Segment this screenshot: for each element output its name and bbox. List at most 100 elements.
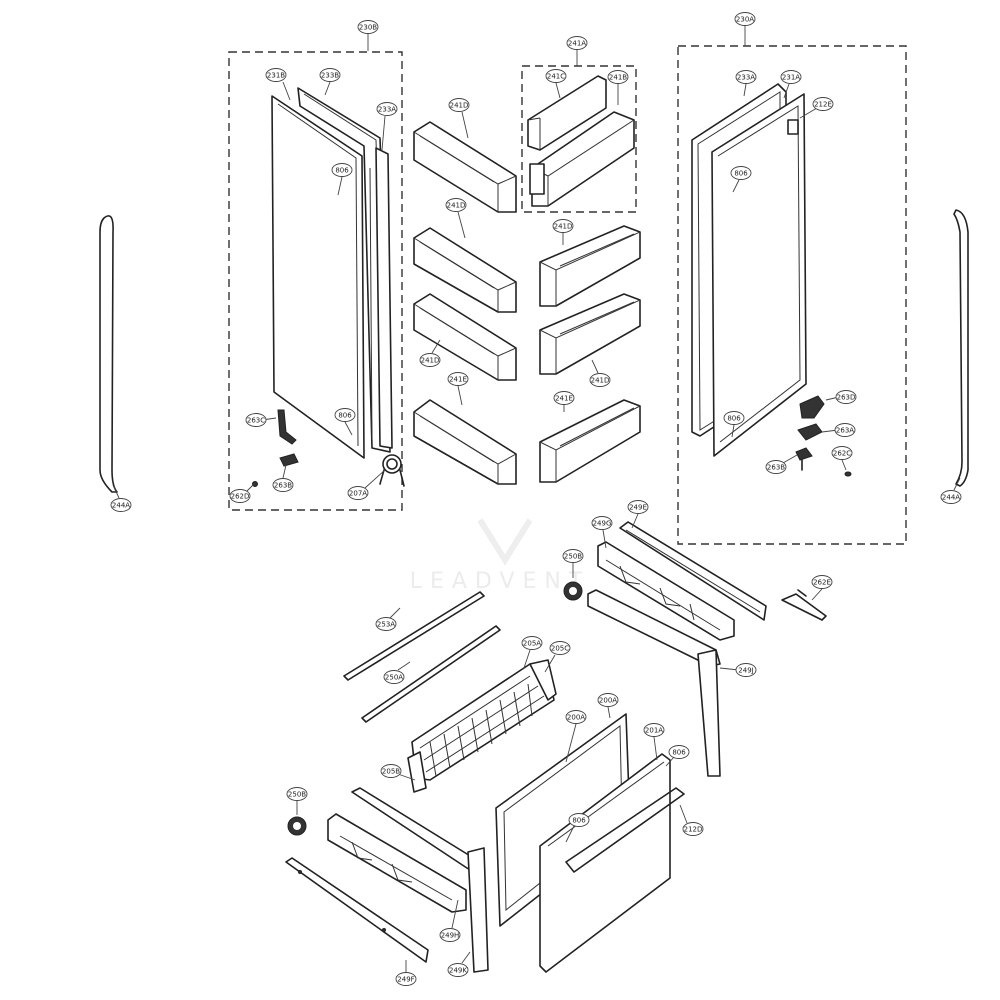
tag-label: 249E	[629, 504, 647, 512]
tag-label: 233B	[321, 72, 339, 80]
tag-label: 250B	[288, 791, 306, 799]
left-door-screw	[252, 481, 258, 487]
part-tag-806-door-left-bottom: 806	[334, 408, 356, 436]
door-bin-cover	[527, 75, 607, 151]
leader-line	[799, 107, 818, 119]
leader-line	[397, 773, 416, 781]
leader-line	[451, 899, 459, 929]
part-tag-233a-left: 233A	[376, 102, 398, 151]
left-door-small-hinge	[279, 453, 299, 467]
part-tag-806-drawer-top: 806	[665, 745, 690, 767]
door-bins	[413, 65, 641, 485]
tag-label: 262E	[813, 579, 831, 587]
tag-label: 806	[727, 415, 741, 423]
door-bin-right-2	[539, 293, 641, 375]
tag-label: 263C	[247, 417, 265, 425]
part-tag-230b: 230B	[357, 20, 379, 51]
part-tag-205a: 205A	[521, 636, 543, 669]
part-tag-241d-2: 241D	[445, 198, 467, 239]
leader-line	[461, 111, 469, 139]
tag-label: 250A	[385, 674, 403, 682]
tag-bubble	[940, 490, 962, 504]
tag-label: 262C	[833, 450, 851, 458]
tag-bubble	[597, 693, 619, 707]
tag-label: 205C	[551, 645, 569, 653]
leader-line	[344, 421, 353, 436]
tag-label: 241E	[555, 395, 573, 403]
tag-bubble	[395, 972, 417, 986]
part-tag-201a: 201A	[643, 723, 665, 761]
tag-bubble	[723, 411, 745, 425]
tag-bubble	[591, 516, 613, 530]
part-tag-244a-left: 244A	[110, 484, 132, 512]
tag-bubble	[627, 500, 649, 514]
tag-bubble	[447, 963, 469, 977]
right-door-handle	[953, 209, 969, 487]
door-bin-left-3	[413, 293, 517, 381]
drawer-front-panel	[539, 753, 685, 973]
tag-bubble	[334, 408, 356, 422]
tag-label: 249J	[738, 667, 753, 675]
part-tag-241a: 241A	[566, 36, 588, 66]
part-tag-249k: 249K	[447, 951, 471, 977]
tag-label: 263D	[837, 394, 856, 402]
leader-line	[565, 825, 575, 843]
tag-label: 241D	[421, 357, 440, 365]
leader-line	[457, 211, 466, 239]
part-tag-241d-3: 241D	[552, 219, 574, 245]
part-tag-263b-left: 263B	[272, 464, 294, 492]
part-tag-806-door-right-bottom: 806	[723, 411, 745, 438]
leader-line	[731, 424, 735, 438]
tag-bubble	[730, 166, 752, 180]
tag-bubble	[245, 413, 267, 427]
part-tag-250b-top: 250B	[562, 549, 584, 578]
tag-bubble	[331, 163, 353, 177]
leader-line	[282, 81, 291, 101]
part-tag-263a: 263A	[821, 423, 856, 437]
tag-bubble	[643, 723, 665, 737]
leader-line	[555, 82, 561, 99]
leader-line	[324, 81, 331, 96]
leader-line	[523, 649, 531, 669]
part-tag-262e: 262E	[811, 575, 833, 601]
part-tag-241b: 241B	[607, 70, 629, 105]
tag-label: 249F	[397, 976, 414, 984]
door-bin-left-1	[413, 121, 517, 213]
left-door-assembly	[228, 51, 405, 511]
tag-label: 230B	[359, 24, 377, 32]
door-bin-right-1	[539, 225, 641, 307]
drawer-frame-left	[327, 813, 467, 913]
leader-line	[112, 484, 120, 499]
tag-bubble	[831, 446, 853, 460]
left-door-bracket	[277, 409, 297, 445]
tag-label: 806	[335, 167, 349, 175]
tag-label: 212E	[814, 101, 832, 109]
part-tag-205c: 205C	[544, 641, 571, 673]
tag-label: 244A	[112, 502, 130, 510]
tag-label: 263B	[767, 464, 785, 472]
leader-line	[631, 513, 639, 529]
leader-line	[461, 951, 471, 964]
tag-label: 231A	[782, 74, 800, 82]
left-door-gasket	[297, 87, 391, 453]
tag-label: 249K	[449, 967, 467, 975]
watermark-logo	[477, 518, 533, 566]
leader-line	[337, 176, 343, 196]
leader-line	[665, 756, 675, 767]
leader-line	[389, 607, 401, 619]
leader-line	[607, 706, 611, 719]
drawer-frame-right	[597, 541, 735, 641]
tag-label: 249H	[441, 932, 460, 940]
part-tag-231b: 231B	[265, 68, 291, 101]
leader-line	[953, 477, 961, 491]
drawer-linkage	[781, 589, 827, 621]
basket-bracket	[529, 659, 557, 701]
part-tag-249h: 249H	[439, 899, 461, 942]
freezer-wire-basket	[407, 659, 557, 793]
tag-bubble	[439, 928, 461, 942]
drawer-gear-left	[287, 816, 307, 836]
tag-bubble	[562, 549, 584, 563]
part-tag-249j: 249J	[719, 663, 757, 677]
part-tag-263c-left: 263C	[245, 413, 277, 427]
